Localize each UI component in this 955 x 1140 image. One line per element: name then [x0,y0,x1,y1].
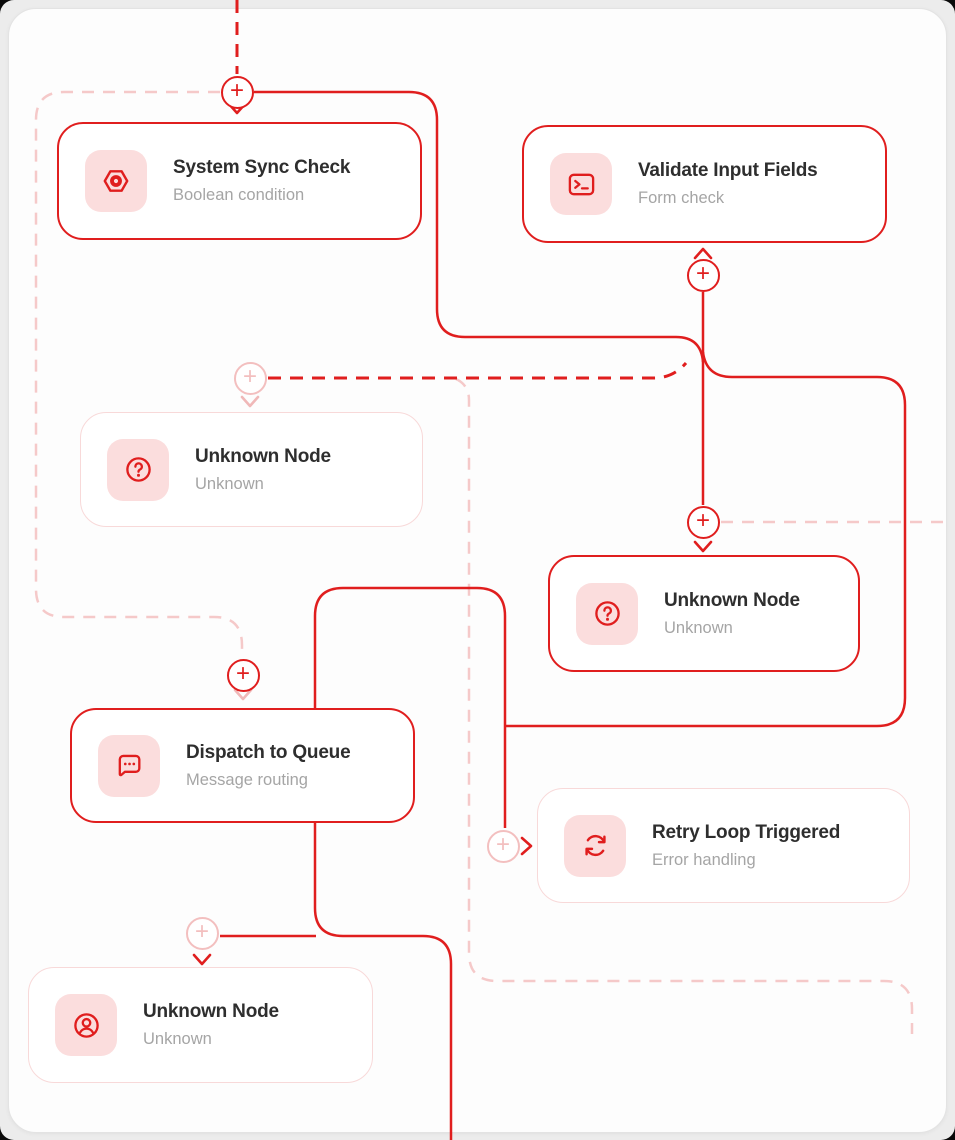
node-subtitle: Boolean condition [173,186,305,204]
node-retry-loop-triggered[interactable]: Retry Loop Triggered Error handling [537,788,910,903]
user-circle-icon [55,994,117,1056]
node-dispatch-to-queue[interactable]: Dispatch to Queue Message routing [70,708,415,823]
node-title: Unknown Node [195,445,331,467]
node-subtitle: Error handling [652,850,756,869]
node-subtitle: Unknown [143,1030,212,1048]
add-node-button[interactable]: + [233,361,267,395]
terminal-icon [550,153,612,215]
help-circle-icon [576,582,638,645]
node-title: Unknown Node [664,589,800,611]
refresh-icon [564,814,626,877]
add-node-button[interactable]: + [686,258,720,292]
node-validate-input-fields[interactable]: Validate Input Fields Form check [522,125,887,243]
node-title: Dispatch to Queue [186,741,351,763]
add-node-button[interactable]: + [486,829,520,863]
node-title: System Sync Check [173,157,351,178]
node-subtitle: Form check [638,189,725,207]
add-node-button[interactable]: + [686,505,720,539]
message-dots-icon [98,734,160,797]
add-node-button[interactable]: + [220,75,254,109]
help-circle-icon [107,438,169,501]
node-title: Validate Input Fields [638,160,818,181]
add-node-button[interactable]: + [226,658,260,692]
node-unknown-bottom[interactable]: Unknown Node Unknown [28,967,373,1083]
node-system-sync-check[interactable]: System Sync Check Boolean condition [57,122,422,240]
hexagon-node-icon [85,150,147,212]
node-subtitle: Unknown [664,618,733,637]
add-node-button[interactable]: + [185,916,219,950]
node-unknown-left[interactable]: Unknown Node Unknown [80,412,423,527]
node-title: Unknown Node [143,1001,279,1022]
node-subtitle: Message routing [186,770,308,789]
node-title: Retry Loop Triggered [652,821,841,843]
node-subtitle: Unknown [195,474,264,493]
node-unknown-right[interactable]: Unknown Node Unknown [548,555,860,672]
